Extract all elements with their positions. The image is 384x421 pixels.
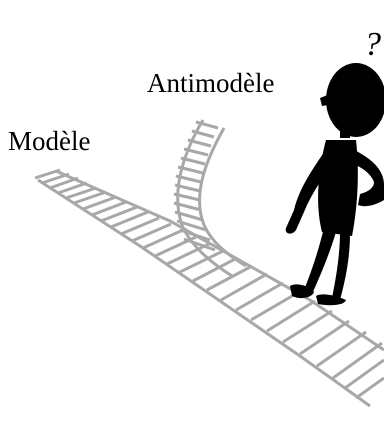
- antimodel-label: Antimodèle: [147, 68, 275, 98]
- branch-track: [173, 119, 247, 278]
- question-mark-icon: ?: [364, 26, 381, 63]
- thinking-person-icon: [285, 63, 384, 306]
- model-label: Modèle: [8, 126, 91, 156]
- branch-track-ties: [173, 120, 219, 252]
- branch-track-rails: [176, 119, 247, 278]
